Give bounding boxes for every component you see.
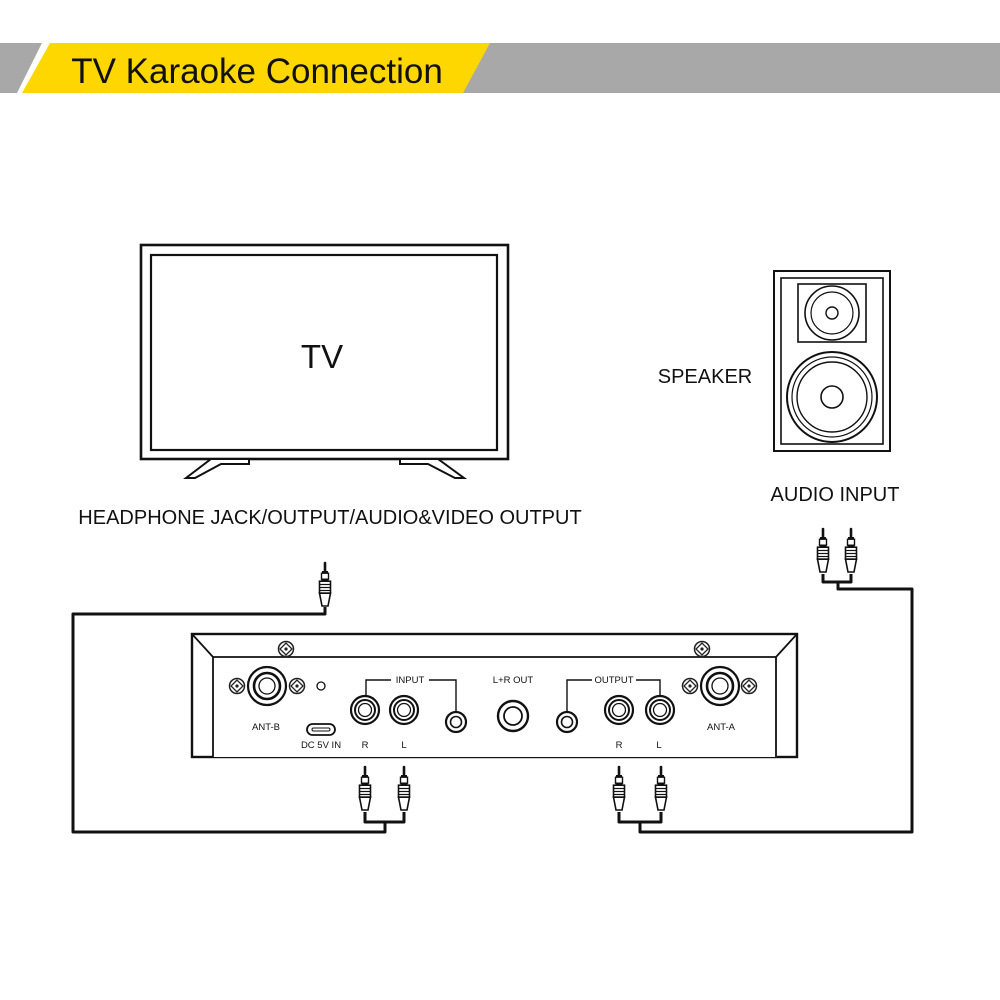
tv-label: TV <box>301 338 343 375</box>
input-l-label: L <box>401 740 406 751</box>
banner-left-strip <box>0 43 42 93</box>
screw-icon <box>681 677 699 695</box>
header-banner: TV Karaoke Connection <box>0 43 1000 93</box>
screw-icon <box>693 640 711 658</box>
output-bracket <box>566 679 661 712</box>
banner-gray-bar <box>460 43 1000 93</box>
cable-output-to-speaker <box>617 582 914 834</box>
banner-yellow-tab <box>22 43 490 93</box>
tv-output-label: HEADPHONE JACK/OUTPUT/AUDIO&VIDEO OUTPUT <box>78 507 581 529</box>
jack-socket-icon <box>496 699 530 733</box>
input-label: INPUT <box>396 675 425 686</box>
audio-plug-icon <box>844 527 858 574</box>
rca-jack-icon <box>603 694 635 726</box>
input-r-label: R <box>362 740 369 751</box>
screw-icon <box>277 640 295 658</box>
audio-plug-icon <box>612 765 626 812</box>
page-title: TV Karaoke Connection <box>71 52 443 91</box>
audio-plug-icon <box>654 765 668 812</box>
input-bracket <box>365 679 457 712</box>
antenna-connector-icon <box>246 665 288 707</box>
lr-out-label: L+R OUT <box>493 675 534 686</box>
audio-plug-icon <box>397 765 411 812</box>
indicator-led <box>316 681 326 691</box>
usb-c-port-icon <box>306 723 336 736</box>
tv-icon <box>139 243 510 479</box>
rca-jack-icon <box>388 694 420 726</box>
cable-input-y-split <box>363 812 406 824</box>
screw-icon <box>288 677 306 695</box>
screw-icon <box>228 677 246 695</box>
rca-jack-icon <box>349 694 381 726</box>
cable-tv-to-input <box>71 607 387 834</box>
speaker-icon <box>773 270 891 452</box>
speaker-input-label: AUDIO INPUT <box>771 484 900 506</box>
cable-icon <box>71 574 914 834</box>
audio-plug-icon <box>816 527 830 574</box>
jack-socket-icon <box>444 710 468 734</box>
ant-a-label: ANT-A <box>707 722 736 733</box>
audio-plug-icon <box>358 765 372 812</box>
output-r-label: R <box>616 740 623 751</box>
output-label: OUTPUT <box>594 675 633 686</box>
dc-in-label: DC 5V IN <box>301 740 341 751</box>
ant-b-label: ANT-B <box>252 722 280 733</box>
output-l-label: L <box>656 740 661 751</box>
jack-socket-icon <box>555 710 579 734</box>
rca-jack-icon <box>644 694 676 726</box>
audio-plug-icon <box>318 561 332 608</box>
antenna-connector-icon <box>699 665 741 707</box>
screw-icon <box>740 677 758 695</box>
cable-speaker-y-split <box>821 574 853 584</box>
speaker-label: SPEAKER <box>658 366 752 388</box>
